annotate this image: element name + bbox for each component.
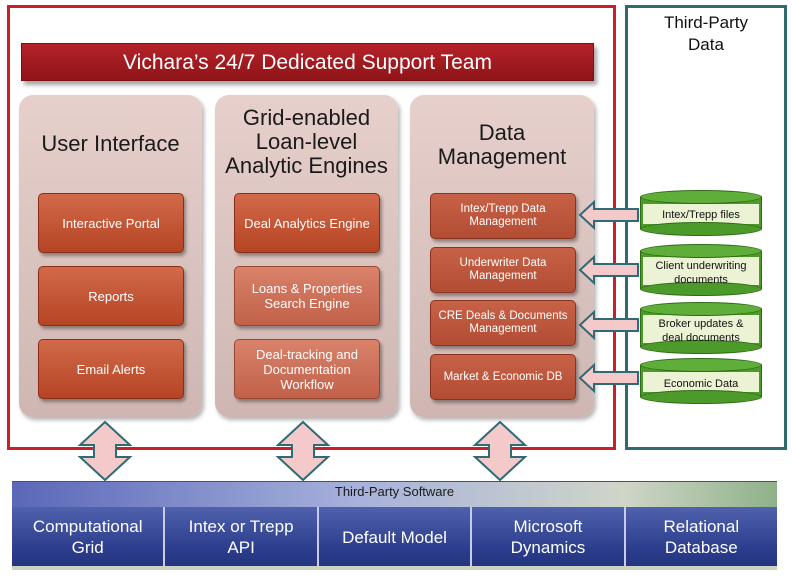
intex-trepp-data-management-module[interactable]: Intex/Trepp Data Management — [430, 193, 576, 239]
left-arrow-icon — [578, 199, 639, 231]
economic-data-cylinder: Economic Data — [640, 358, 762, 404]
market-economic-db-module[interactable]: Market & Economic DB — [430, 354, 576, 400]
loans-properties-search-module[interactable]: Loans & Properties Search Engine — [234, 266, 380, 326]
analytic-engines-panel: Grid-enabled Loan-level Analytic Engines… — [215, 95, 398, 417]
third-party-data-title: Third-Party Data — [663, 13, 749, 54]
cre-deals-documents-management-module[interactable]: CRE Deals & Documents Management — [430, 300, 576, 346]
support-team-banner: Vichara’s 24/7 Dedicated Support Team — [21, 43, 594, 81]
third-party-software-title: Third-Party Software — [334, 484, 455, 499]
email-alerts-module[interactable]: Email Alerts — [38, 339, 184, 399]
software-link-arrows — [77, 420, 528, 482]
user-interface-panel: User Interface Interactive Portal Report… — [19, 95, 202, 417]
double-arrow-icon — [472, 420, 528, 482]
data-flow-arrows — [578, 199, 639, 394]
data-management-title: Data Management — [437, 120, 567, 169]
deal-analytics-engine-module[interactable]: Deal Analytics Engine — [234, 193, 380, 253]
left-arrow-icon — [578, 362, 639, 394]
interactive-portal-module[interactable]: Interactive Portal — [38, 193, 184, 253]
double-arrow-icon — [77, 420, 133, 482]
deal-tracking-workflow-module[interactable]: Deal-tracking and Documentation Workflow — [234, 339, 380, 399]
left-arrow-icon — [578, 254, 639, 286]
client-underwriting-documents-cylinder: Client underwriting documents — [640, 244, 762, 296]
default-model-item[interactable]: Default Model — [318, 507, 473, 567]
user-interface-title: User Interface — [41, 131, 180, 156]
third-party-software-bar — [12, 481, 777, 507]
broker-updates-deal-documents-cylinder: Broker updates & deal documents — [640, 302, 762, 354]
data-management-panel: Data Management Intex/Trepp Data Managem… — [410, 95, 594, 417]
reports-module[interactable]: Reports — [38, 266, 184, 326]
double-arrow-icon — [275, 420, 331, 482]
left-arrow-icon — [578, 309, 639, 341]
software-bar-base — [12, 566, 777, 570]
intex-trepp-files-cylinder: Intex/Trepp files — [640, 190, 762, 236]
underwriter-data-management-module[interactable]: Underwriter Data Management — [430, 247, 576, 293]
analytic-engines-title: Grid-enabled Loan-level Analytic Engines — [225, 105, 388, 178]
third-party-data-frame — [625, 5, 787, 450]
